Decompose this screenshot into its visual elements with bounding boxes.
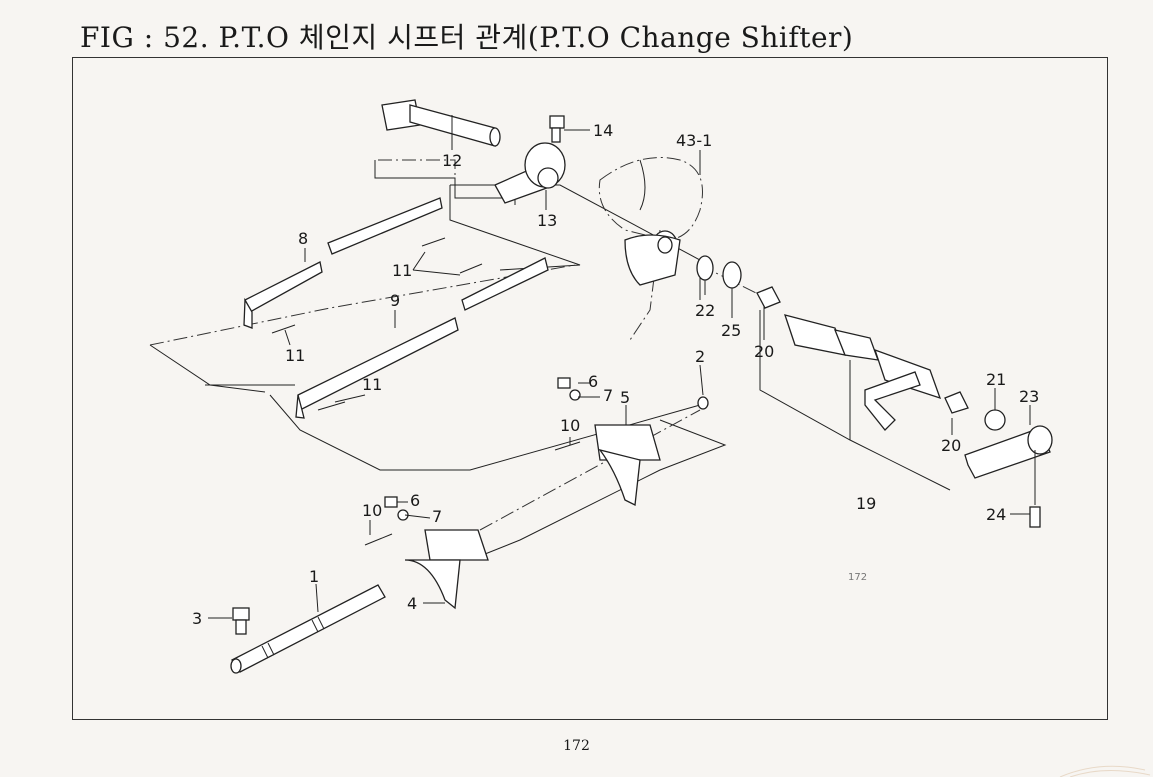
- part-19-shaft: [756, 286, 1053, 528]
- part-5-fork: [554, 377, 709, 506]
- part-8-rod: [243, 197, 443, 329]
- part-1-shaft: [230, 584, 386, 674]
- callout-9: 9: [390, 291, 400, 310]
- part-22-25-rings: [696, 255, 742, 289]
- page-number: 172: [563, 738, 590, 754]
- callout-25: 25: [721, 321, 741, 340]
- part-9-rod: [295, 257, 549, 419]
- part-3-bolt: [232, 607, 250, 635]
- part-43-1-housing: [598, 157, 703, 286]
- stray-mark: 172: [848, 572, 868, 583]
- callout-6-right: 6: [588, 372, 598, 391]
- figure-title: FIG : 52. P.T.O 체인지 시프터 관계(P.T.O Change …: [80, 21, 854, 54]
- part-14-bolt: [549, 115, 565, 143]
- callout-23: 23: [1019, 387, 1039, 406]
- part-11-split-pins: [271, 237, 483, 411]
- callout-19: 19: [856, 494, 876, 513]
- callout-43-1: 43-1: [676, 131, 712, 150]
- drawing-frame: [72, 57, 1108, 720]
- callout-10-right: 10: [560, 416, 580, 435]
- callout-8: 8: [298, 229, 308, 248]
- callout-13: 13: [537, 211, 557, 230]
- assembly-lines: [149, 159, 951, 561]
- callout-1: 1: [309, 567, 319, 586]
- callout-5: 5: [620, 388, 630, 407]
- corner-watermark: [1059, 765, 1151, 777]
- part-12-pin: [381, 99, 501, 147]
- callout-3: 3: [192, 609, 202, 628]
- leader-lines: [208, 129, 1036, 619]
- callout-20-lower: 20: [941, 436, 961, 455]
- callout-11-left: 11: [285, 346, 305, 365]
- callout-14: 14: [593, 121, 613, 140]
- callout-7-left: 7: [432, 507, 442, 526]
- callout-20-upper: 20: [754, 342, 774, 361]
- callout-22: 22: [695, 301, 715, 320]
- callout-12: 12: [442, 151, 462, 170]
- callout-24: 24: [986, 505, 1006, 524]
- part-13-arm: [494, 142, 566, 204]
- callout-11-upper: 11: [392, 261, 412, 280]
- callout-21: 21: [986, 370, 1006, 389]
- callout-7-right: 7: [603, 386, 613, 405]
- callout-6-left: 6: [410, 491, 420, 510]
- callout-11-lower: 11: [362, 375, 382, 394]
- callout-4: 4: [407, 594, 417, 613]
- callout-10-left: 10: [362, 501, 382, 520]
- callout-2: 2: [695, 347, 705, 366]
- part-4-fork: [364, 496, 489, 610]
- callout-labels: 12 14 43-1 13 8 11 11 11 9 22 25 20 2 6 …: [192, 121, 1039, 628]
